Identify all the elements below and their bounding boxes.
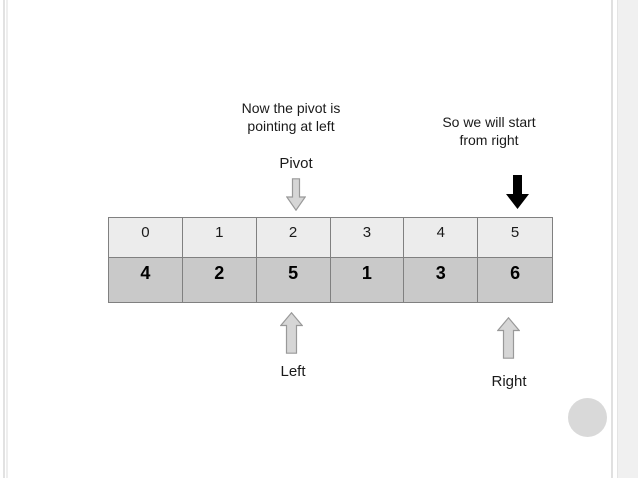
value-cell: 6 — [478, 258, 552, 302]
pivot-note-line2: pointing at left — [247, 118, 335, 134]
start-from-right-note: So we will start from right — [404, 113, 574, 149]
left-pointer-up-arrow-icon — [280, 312, 303, 354]
index-cell: 2 — [256, 218, 331, 258]
index-cell: 0 — [109, 218, 183, 258]
index-cell: 4 — [404, 218, 479, 258]
right-edge-band — [617, 0, 638, 478]
right-edge-line — [611, 0, 613, 478]
value-cell: 3 — [404, 258, 479, 302]
right-pointer-up-arrow-icon — [497, 317, 520, 359]
right-label: Right — [491, 373, 527, 390]
start-right-black-arrow-icon — [506, 175, 529, 209]
value-cell: 2 — [182, 258, 257, 302]
pivot-note-line1: Now the pivot is — [241, 100, 341, 116]
left-edge-line-outer — [3, 0, 5, 478]
start-note-line2: from right — [459, 132, 519, 148]
index-cell: 3 — [330, 218, 405, 258]
index-cell: 5 — [478, 218, 552, 258]
index-cell: 1 — [182, 218, 257, 258]
pivot-label: Pivot — [279, 155, 313, 172]
left-edge-line-inner — [6, 0, 8, 478]
value-cell: 1 — [330, 258, 405, 302]
start-note-line1: So we will start — [442, 114, 536, 130]
decorative-circle — [568, 398, 607, 437]
pivot-down-arrow-icon — [286, 178, 306, 211]
value-cell: 4 — [109, 258, 183, 302]
array-table: 0 1 2 3 4 5 4 2 5 1 3 6 — [108, 217, 553, 303]
value-cell: 5 — [256, 258, 331, 302]
left-label: Left — [280, 363, 306, 380]
pivot-note: Now the pivot is pointing at left — [206, 99, 376, 135]
